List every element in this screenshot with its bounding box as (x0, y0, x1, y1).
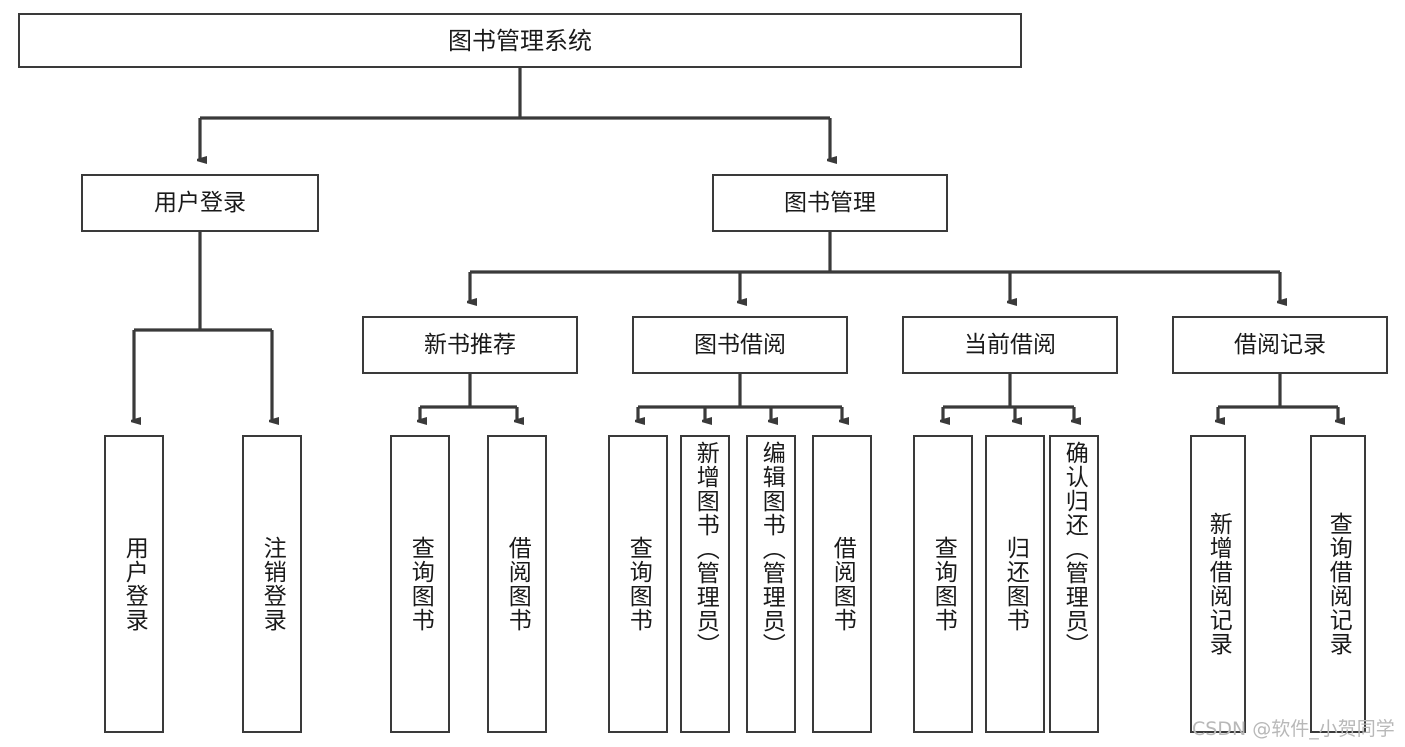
node-user-login-do[interactable]: 用户登录 (104, 435, 164, 733)
node-br-add-record-label: 新增借阅记录 (1205, 512, 1232, 656)
node-root-label: 图书管理系统 (448, 26, 592, 55)
node-nbr-borrow-book[interactable]: 借阅图书 (487, 435, 547, 733)
node-bb-edit-book[interactable]: 编辑图书（管理员） (746, 435, 796, 733)
node-bb-borrow-book[interactable]: 借阅图书 (812, 435, 872, 733)
node-borrow-records-label: 借阅记录 (1234, 331, 1326, 358)
node-root[interactable]: 图书管理系统 (18, 13, 1022, 68)
node-current-borrow-label: 当前借阅 (964, 331, 1056, 358)
node-bb-borrow-book-label: 借阅图书 (829, 536, 856, 632)
node-br-query-record-label: 查询借阅记录 (1325, 512, 1352, 656)
node-nbr-borrow-book-label: 借阅图书 (504, 536, 531, 632)
node-book-borrow[interactable]: 图书借阅 (632, 316, 848, 374)
node-current-borrow[interactable]: 当前借阅 (902, 316, 1118, 374)
node-bb-add-book-label: 新增图书（管理员） (692, 441, 719, 657)
node-bb-edit-book-label: 编辑图书（管理员） (758, 441, 785, 657)
node-br-query-record[interactable]: 查询借阅记录 (1310, 435, 1366, 733)
node-book-manage[interactable]: 图书管理 (712, 174, 948, 232)
node-bb-query-book-label: 查询图书 (625, 536, 652, 632)
node-user-login-label: 用户登录 (154, 189, 246, 216)
node-cb-query-book-label: 查询图书 (930, 536, 957, 632)
node-new-book-recommend-label: 新书推荐 (424, 331, 516, 358)
node-user-login[interactable]: 用户登录 (81, 174, 319, 232)
node-br-add-record[interactable]: 新增借阅记录 (1190, 435, 1246, 733)
node-cb-query-book[interactable]: 查询图书 (913, 435, 973, 733)
node-bb-query-book[interactable]: 查询图书 (608, 435, 668, 733)
node-nbr-query-book[interactable]: 查询图书 (390, 435, 450, 733)
node-user-login-do-label: 用户登录 (121, 536, 148, 632)
node-cb-return-book-label: 归还图书 (1002, 536, 1029, 632)
node-nbr-query-book-label: 查询图书 (407, 536, 434, 632)
node-new-book-recommend[interactable]: 新书推荐 (362, 316, 578, 374)
node-cb-confirm-return-label: 确认归还（管理员） (1061, 441, 1088, 657)
node-bb-add-book[interactable]: 新增图书（管理员） (680, 435, 730, 733)
node-cb-return-book[interactable]: 归还图书 (985, 435, 1045, 733)
node-book-manage-label: 图书管理 (784, 189, 876, 216)
node-user-logout-label: 注销登录 (259, 536, 286, 632)
node-user-logout[interactable]: 注销登录 (242, 435, 302, 733)
node-cb-confirm-return[interactable]: 确认归还（管理员） (1049, 435, 1099, 733)
node-book-borrow-label: 图书借阅 (694, 331, 786, 358)
node-borrow-records[interactable]: 借阅记录 (1172, 316, 1388, 374)
